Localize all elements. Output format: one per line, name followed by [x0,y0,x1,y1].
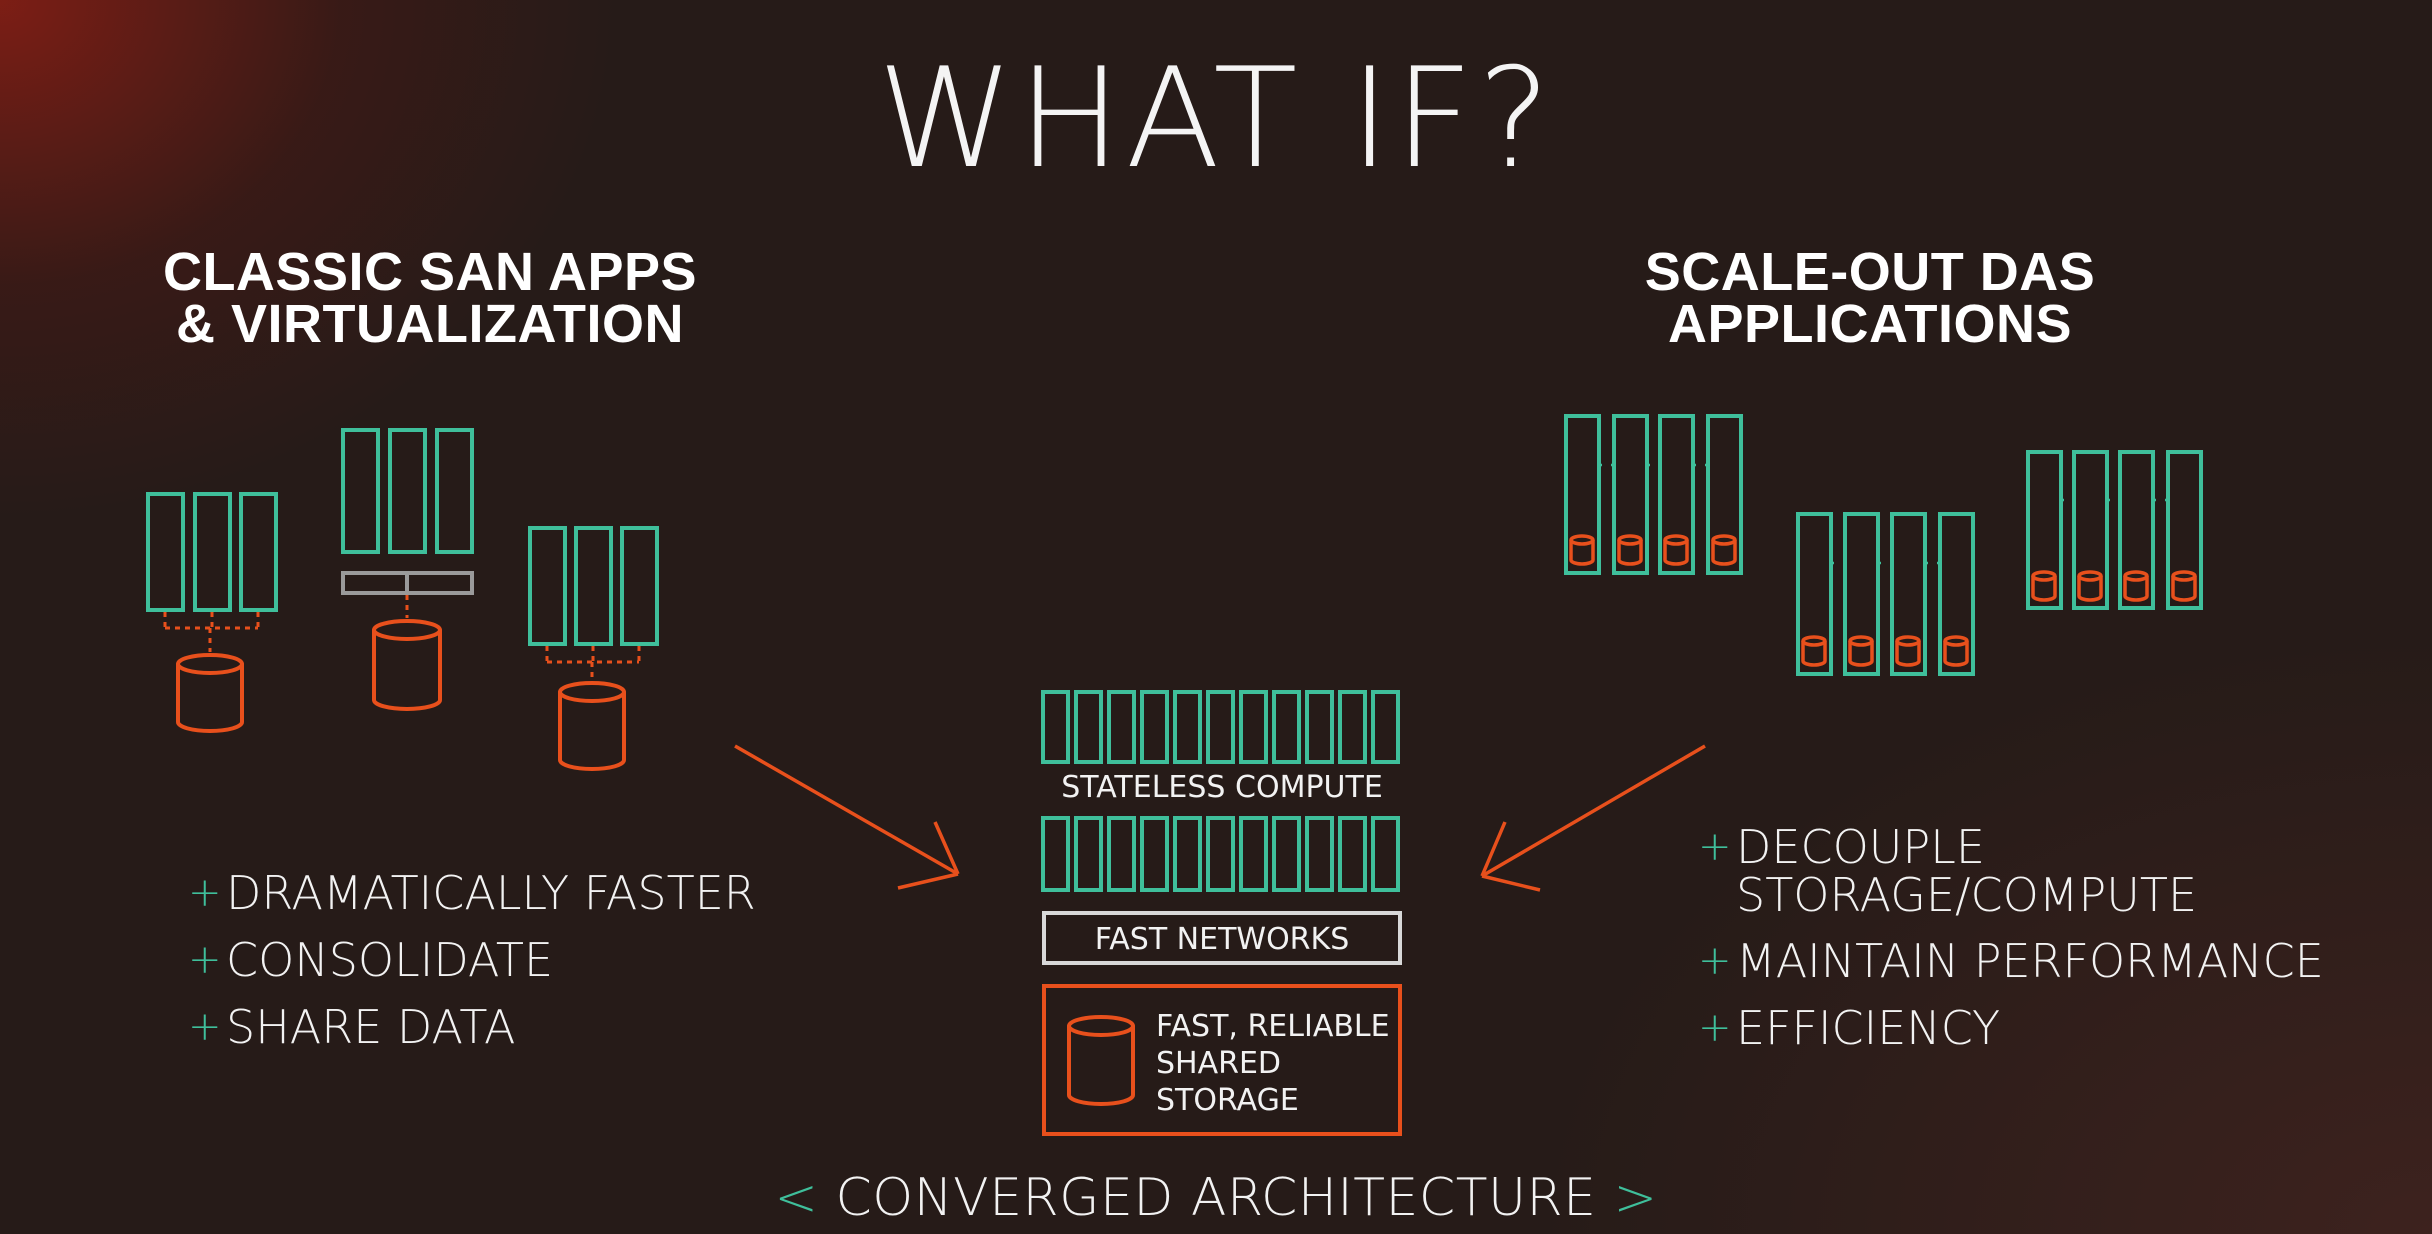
shared-storage-label-line3: STORAGE [1156,1083,1299,1118]
das-group-2 [1796,512,1975,676]
list-item: + EFFICIENCY [1698,995,2324,1062]
right-heading: SCALE-OUT DAS APPLICATIONS [1590,242,2150,354]
plus-icon: + [1698,824,1732,870]
list-item: + CONSOLIDATE [188,927,756,994]
shared-storage-box [1042,984,1402,1136]
plus-icon: + [188,870,222,916]
shared-storage-label: FAST, RELIABLE SHARED STORAGE [1156,1008,1390,1119]
server-node [2118,450,2155,610]
left-benefits-list: + DRAMATICALLY FASTER + CONSOLIDATE + SH… [188,860,756,1061]
server-rack [388,428,427,554]
list-item-text-line2: STORAGE/COMPUTE [1736,868,2198,922]
list-item-text: DRAMATICALLY FASTER [226,866,756,920]
list-item-text-line1: DECOUPLE [1736,820,1985,874]
list-item: + MAINTAIN PERFORMANCE [1698,928,2324,995]
server-rack [341,428,380,554]
right-heading-line2: APPLICATIONS [1667,294,2072,354]
list-item-text: CONSOLIDATE [226,933,554,987]
server-node [1938,512,1975,676]
left-heading: CLASSIC SAN APPS & VIRTUALIZATION [120,242,740,354]
san-group-3-connector [545,646,641,682]
fast-networks-box [1042,911,1402,965]
das-group-3 [2026,450,2203,610]
server-rack [574,526,613,646]
fast-networks-label: FAST NETWORKS [1094,922,1350,957]
stateless-compute-bottom-row [1041,816,1400,892]
left-heading-line1: CLASSIC SAN APPS [162,242,698,302]
list-item-text: MAINTAIN PERFORMANCE [1736,934,2324,988]
right-heading-line1: SCALE-OUT DAS [1644,242,2096,302]
server-node [1564,414,1601,575]
shared-storage-label-line2: SHARED [1156,1046,1282,1081]
server-rack [146,492,185,612]
list-item: + SHARE DATA [188,994,756,1061]
san-group-3-storage-icon [558,681,626,771]
shared-storage-icon [1067,1015,1135,1106]
san-group-1-storage-icon [176,653,244,733]
right-benefits-list: + DECOUPLE STORAGE/COMPUTE + MAINTAIN PE… [1698,814,2324,1062]
right-arrow [1480,744,1706,892]
server-node [1843,512,1880,676]
server-rack [193,492,232,612]
list-item: + DECOUPLE STORAGE/COMPUTE [1698,814,2324,928]
server-node [1612,414,1649,575]
san-group-2-network-switch [341,571,474,595]
list-item-text: SHARE DATA [226,1000,516,1054]
caption-text: CONVERGED ARCHITECTURE [835,1168,1597,1228]
san-group-2 [341,428,474,554]
server-rack [528,526,567,646]
plus-icon: + [188,1004,222,1050]
san-group-1-connector [163,612,260,652]
page-title: WHAT IF? [877,38,1555,199]
shared-storage-label-line1: FAST, RELIABLE [1156,1009,1390,1044]
server-node [1658,414,1695,575]
das-group-1 [1564,414,1743,575]
plus-icon: + [188,937,222,983]
server-node [2072,450,2109,610]
plus-icon: + [1698,1005,1732,1051]
server-rack [239,492,278,612]
stateless-compute-top-row [1041,690,1400,764]
san-group-2-storage-icon [372,619,442,711]
converged-architecture-caption: < CONVERGED ARCHITECTURE > [0,1168,2432,1228]
server-rack [435,428,474,554]
server-node [1706,414,1743,575]
server-node [1796,512,1833,676]
san-group-1 [146,492,278,612]
server-node [1890,512,1927,676]
left-angle-bracket: < [774,1168,819,1228]
list-item: + DRAMATICALLY FASTER [188,860,756,927]
left-heading-line2: & VIRTUALIZATION [176,294,684,354]
stateless-compute-label: STATELESS COMPUTE [1061,770,1383,805]
plus-icon: + [1698,938,1732,984]
server-node [2166,450,2203,610]
left-arrow [734,744,960,890]
list-item-text: DECOUPLE STORAGE/COMPUTE [1736,814,2197,928]
server-rack [620,526,659,646]
right-angle-bracket: > [1613,1168,1658,1228]
list-item-text: EFFICIENCY [1736,1001,2001,1055]
server-node [2026,450,2063,610]
san-group-3 [528,526,659,646]
